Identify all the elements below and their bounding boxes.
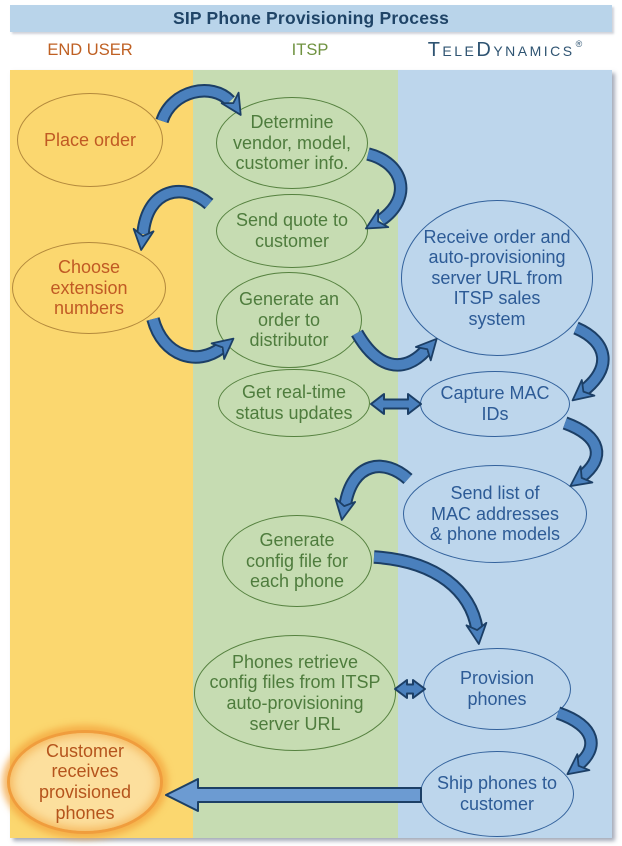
node-get-status: Get real-time status updates <box>218 369 370 437</box>
node-provision-phones: Provision phones <box>423 648 571 730</box>
teledynamics-logo: TeleDynamics <box>427 38 575 61</box>
node-choose-extensions: Choose extension numbers <box>12 242 166 334</box>
node-ship-phones: Ship phones to customer <box>420 751 574 837</box>
lane-header-itsp: ITSP <box>291 40 329 59</box>
lane-header-teledynamics: TeleDynamics® <box>396 38 614 62</box>
node-generate-order: Generate an order to distributor <box>216 272 362 368</box>
title-bar: SIP Phone Provisioning Process <box>10 5 612 32</box>
node-generate-config: Generate config file for each phone <box>222 515 372 607</box>
node-send-quote: Send quote to customer <box>216 194 368 268</box>
node-customer-receives: Customer receives provisioned phones <box>7 730 163 834</box>
node-receive-order: Receive order and auto-provisioning serv… <box>401 200 593 356</box>
node-capture-mac: Capture MAC IDs <box>420 371 570 437</box>
node-send-list: Send list of MAC addresses & phone model… <box>403 465 587 563</box>
node-phones-retrieve: Phones retrieve config files from ITSP a… <box>194 635 396 751</box>
node-place-order: Place order <box>17 93 163 187</box>
node-determine-vendor: Determine vendor, model, customer info. <box>216 97 368 189</box>
lane-header-end-user: END USER <box>47 40 133 59</box>
page-title: SIP Phone Provisioning Process <box>172 8 450 28</box>
registered-mark: ® <box>575 39 583 49</box>
